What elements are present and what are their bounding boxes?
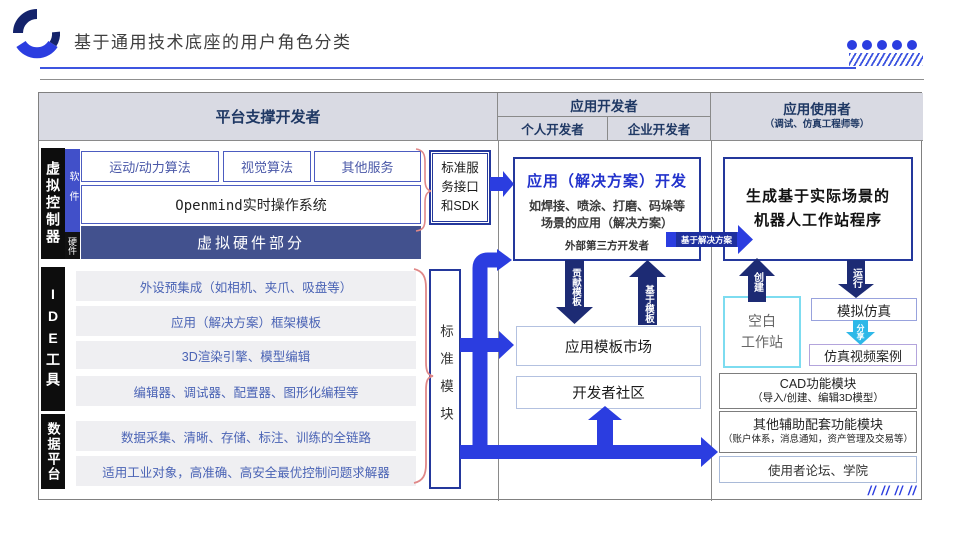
data-row: 数据采集、清晰、存储、标注、训练的全链路: [76, 421, 416, 451]
column-header-app-dev: 应用开发者: [498, 93, 711, 117]
user-forum-box: 使用者论坛、学院: [719, 456, 917, 483]
divider-col1: [498, 141, 499, 501]
ide-row: 编辑器、调试器、配置器、图形化编程等: [76, 376, 416, 406]
app-dev-desc-line1: 如焊接、喷涂、打磨、码垛等: [528, 199, 685, 213]
diagram-board: 平台支撑开发者 应用开发者 个人开发者 企业开发者 应用使用者 （调试、仿真工程…: [38, 92, 923, 501]
cad-module-box: CAD功能模块 （导入/创建、编辑3D模型）: [719, 373, 917, 409]
data-row: 适用工业对象，高准确、高安全最优控制问题求解器: [76, 456, 416, 486]
data-platform-strip: 数据平台: [41, 414, 65, 489]
arrow-label-contribute: 贡献模板: [570, 268, 581, 306]
virtual-hardware-bar: 虚拟硬件部分: [81, 226, 421, 259]
software-strip: 软件: [65, 149, 80, 232]
ide-row: 应用（解决方案）框架模板: [76, 306, 416, 336]
generate-workstation-box: 生成基于实际场景的 机器人工作站程序: [723, 157, 913, 261]
column-header-app-user: 应用使用者 （调试、仿真工程师等）: [711, 93, 923, 141]
ide-tools-strip: IDE工具: [41, 267, 65, 411]
header-app-dev-label: 应用开发者: [570, 98, 638, 114]
blank-workstation-box: 空白 工作站: [723, 296, 801, 368]
slash-marks-decoration: [849, 53, 923, 66]
ide-row: 3D渲染引擎、模型编辑: [76, 341, 416, 369]
header-enterprise-dev-label: 企业开发者: [627, 123, 691, 137]
openmind-os-box: Openmind实时操作系统: [81, 185, 421, 224]
aux-module-box: 其他辅助配套功能模块 （账户体系，消息通知，资产管理及交易等）: [719, 411, 917, 453]
header-app-user-sublabel: （调试、仿真工程师等）: [764, 119, 870, 130]
title-underline-gray: [40, 79, 924, 80]
generate-line1: 生成基于实际场景的: [745, 188, 890, 205]
page-title: 基于通用技术底座的用户角色分类: [74, 33, 352, 52]
column-header-enterprise-dev: 企业开发者: [608, 117, 711, 141]
divider-col2: [711, 141, 712, 501]
virtual-controller-strip: 虚拟控制器: [41, 148, 65, 259]
template-market-box: 应用模板市场: [516, 326, 701, 366]
logo-icon: [13, 9, 61, 59]
dots-decoration: [847, 37, 922, 55]
cad-sub: （导入/创建、编辑3D模型）: [752, 392, 884, 405]
generate-line2: 机器人工作站程序: [753, 212, 882, 229]
arrow-label-run: 运行: [850, 268, 862, 288]
cad-title: CAD功能模块: [779, 377, 857, 392]
app-dev-box: 应用（解决方案）开发 如焊接、喷涂、打磨、码垛等 场景的应用（解决方案） 外部第…: [513, 157, 701, 261]
developer-community-box: 开发者社区: [516, 376, 701, 409]
sim-video-box: 仿真视频案例: [809, 344, 917, 366]
simulation-box: 模拟仿真: [811, 298, 917, 321]
algo-box-other: 其他服务: [314, 151, 421, 182]
column-header-personal-dev: 个人开发者: [498, 117, 608, 141]
algo-box-vision: 视觉算法: [223, 151, 311, 182]
blank-ws-line2: 工作站: [741, 334, 783, 350]
standard-module-box: 标准模块: [429, 269, 461, 489]
app-dev-desc: 如焊接、喷涂、打磨、码垛等 场景的应用（解决方案）: [515, 198, 699, 233]
standard-sdk-box: 标准服务接口和SDK: [429, 150, 491, 225]
header-platform-label: 平台支撑开发者: [215, 109, 321, 126]
arrow-label-based-solution: 基于解决方案: [676, 232, 737, 247]
arrow-label-create: 创建: [751, 272, 763, 292]
hardware-strip: 硬件: [65, 232, 80, 259]
app-dev-title: 应用（解决方案）开发: [526, 173, 687, 190]
aux-title: 其他辅助配套功能模块: [752, 417, 883, 433]
header-personal-dev-label: 个人开发者: [521, 123, 584, 137]
app-dev-desc-line2: 场景的应用（解决方案）: [540, 216, 673, 231]
title-underline-blue: [40, 67, 856, 69]
aux-sub: （账户体系，消息通知，资产管理及交易等）: [722, 434, 913, 446]
algo-box-motion: 运动/动力算法: [81, 151, 219, 182]
header-app-user-label: 应用使用者: [783, 102, 851, 118]
bottom-slash-decoration: // // // //: [867, 484, 917, 498]
arrow-label-share: 分享: [856, 324, 865, 340]
ide-row: 外设预集成（如相机、夹爪、吸盘等）: [76, 271, 416, 301]
column-header-platform: 平台支撑开发者: [39, 93, 498, 141]
blank-ws-line1: 空白: [748, 313, 776, 329]
app-dev-note: 外部第三方开发者: [565, 239, 649, 252]
arrow-label-based-template: 基于模板: [643, 285, 654, 323]
